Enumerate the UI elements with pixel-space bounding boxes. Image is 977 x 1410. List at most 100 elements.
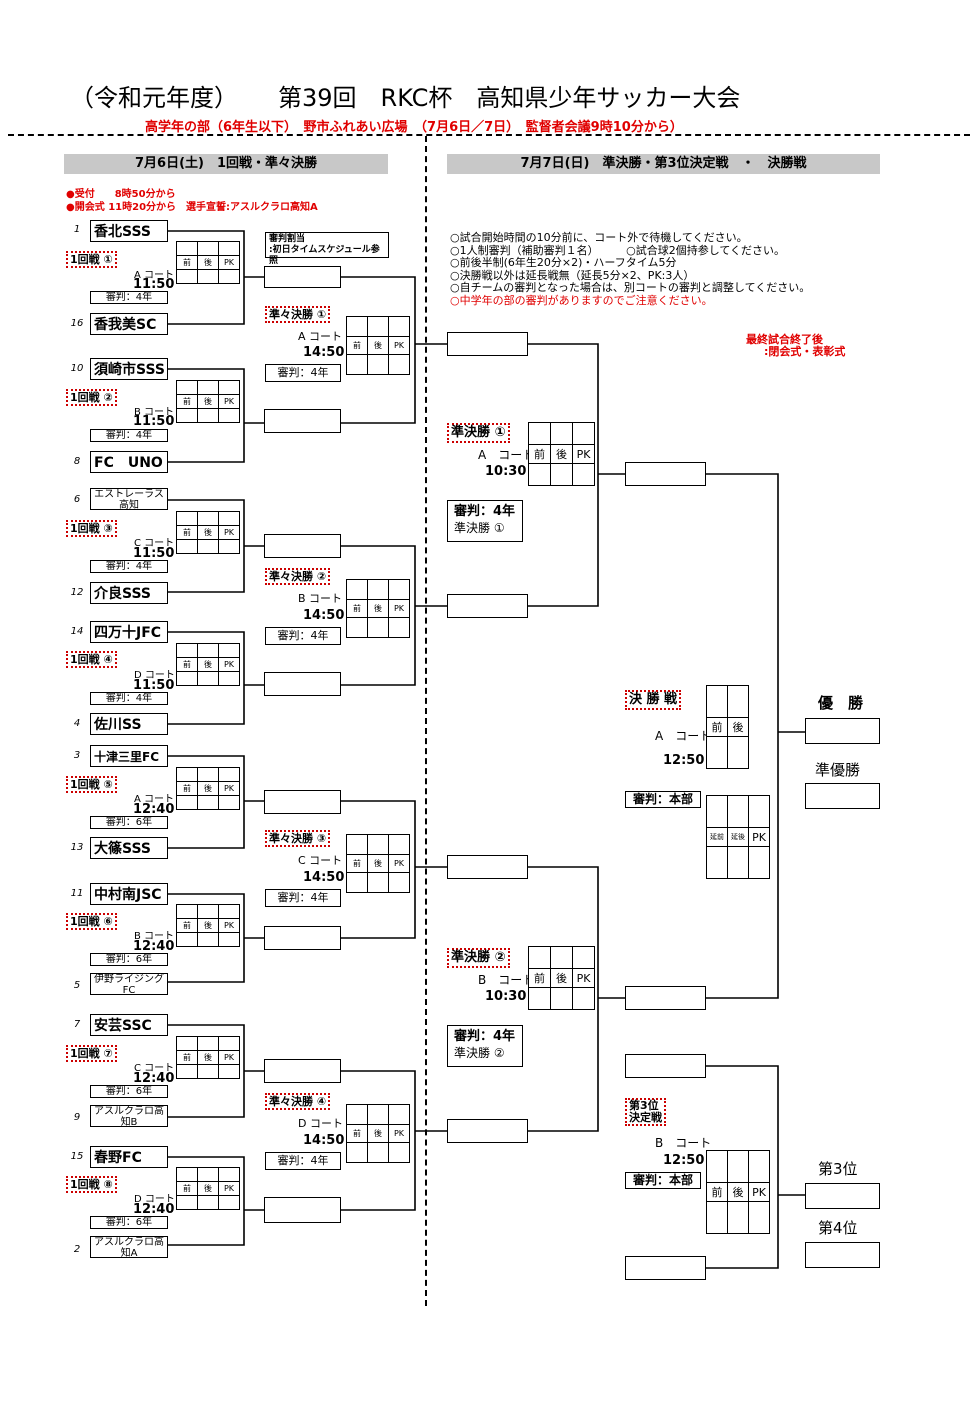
seed-number: 6: [73, 494, 81, 505]
final-score-table: 前後: [706, 685, 749, 769]
team-shimanto: 四万十JFC: [90, 621, 168, 643]
r1-match-label: 1回戦 ③: [66, 520, 117, 537]
time: 12:50: [663, 753, 705, 768]
team-name-l1: 伊野ライジング: [94, 974, 164, 985]
r1-winner-box-4: [264, 672, 341, 696]
referee: 審判：4年: [90, 692, 168, 705]
referee: 審判：4年: [90, 429, 168, 442]
r1-match-label: 1回戦 ⑧: [66, 1176, 117, 1193]
qf-match-label: 準々決勝 ③: [265, 830, 331, 847]
seed-number: 10: [70, 363, 84, 374]
court: A コート: [134, 270, 175, 281]
team-susaki: 須崎市SSS: [90, 358, 168, 380]
seed-number: 4: [73, 718, 81, 729]
third-place-label-l1: 第3位: [629, 1099, 659, 1112]
time: 12:40: [133, 939, 175, 954]
referee: 審判：4年: [265, 1152, 341, 1170]
closing-note-l2: :閉会式・表彰式: [764, 345, 846, 358]
referee: 審判：4年: [265, 364, 341, 382]
third-place-label: 第3位 決定戦: [625, 1098, 666, 1126]
r1-match-label: 1回戦 ⑤: [66, 776, 117, 793]
team-estrelas: エストレーラス 高知: [90, 488, 168, 511]
seed-number: 7: [73, 1019, 81, 1030]
note-line-warning: ○中学年の部の審判がありますのでご注意ください。: [450, 293, 713, 307]
seed-number: 8: [73, 456, 81, 467]
team-sakawa: 佐川SS: [90, 713, 168, 735]
referee: 審判：6年: [90, 816, 168, 829]
court: C コート: [298, 854, 343, 867]
referee: 審判：4年: [454, 504, 516, 519]
day1-header: 7月6日(土) 1回戦・準々決勝: [64, 154, 388, 174]
seed-number: 13: [70, 842, 84, 853]
court: B コート: [478, 973, 535, 987]
time: 14:50: [303, 870, 345, 885]
court: D コート: [298, 1117, 343, 1130]
court: D コート: [134, 670, 175, 681]
court: B コート: [134, 931, 175, 942]
closing-note: 最終試合終了後 :閉会式・表彰式: [746, 334, 845, 358]
time: 14:50: [303, 608, 345, 623]
fourth-box: [805, 1242, 880, 1268]
time: 12:40: [133, 1202, 175, 1217]
seed-number: 3: [73, 750, 81, 761]
sf-match-label: 準決勝 ②: [447, 948, 510, 968]
seed-number: 9: [73, 1112, 81, 1123]
court: B コート: [655, 1136, 712, 1150]
time: 12:50: [663, 1153, 705, 1168]
team-kagami: 香我美SC: [90, 313, 168, 335]
team-oshino: 大篠SSS: [90, 837, 168, 859]
time: 11:50: [133, 678, 175, 693]
time: 14:50: [303, 345, 345, 360]
time: 10:30: [485, 989, 527, 1004]
team-name-l2: 高知: [119, 500, 139, 511]
court: C コート: [134, 1063, 175, 1074]
fourth-label: 第4位: [818, 1219, 858, 1237]
court: C コート: [134, 538, 175, 549]
referee: 審判：6年: [90, 1085, 168, 1098]
page-title: （令和元年度） 第39回 RKC杯 高知県少年サッカー大会: [70, 78, 740, 113]
time: 10:30: [485, 464, 527, 479]
referee-assignment-title: 審判割当: [269, 234, 306, 244]
r1-match-label: 1回戦 ②: [66, 389, 117, 406]
third-place-label-l2: 決定戦: [629, 1111, 662, 1124]
winner-label: 優 勝: [818, 694, 864, 712]
referee: 審判：4年: [265, 889, 341, 907]
sf-loser-box-1: [625, 1054, 706, 1078]
court: A コート: [298, 330, 343, 343]
r1-match-label: 1回戦 ⑥: [66, 913, 117, 930]
team-name-l1: アスルクラロ高: [94, 1106, 164, 1117]
qf-winner-box-2: [447, 594, 528, 618]
qf-match-label: 準々決勝 ②: [265, 568, 331, 585]
team-name-l2: 知B: [120, 1117, 138, 1128]
title-year: （令和元年度）: [70, 84, 238, 112]
referee: 審判：本部: [625, 1172, 701, 1189]
referee: 審判：4年: [90, 291, 168, 304]
sf-match-label: 準決勝 ①: [447, 423, 510, 443]
team-haruno: 春野FC: [90, 1146, 168, 1168]
seed-number: 15: [70, 1151, 84, 1162]
r1-winner-box-1: [264, 266, 341, 288]
note-line: ○決勝戦以外は延長戦無（延長5分×2、PK:3人）: [450, 268, 695, 282]
team-kera: 介良SSS: [90, 582, 168, 604]
seed-number: 1: [73, 224, 81, 235]
third-label: 第3位: [818, 1160, 858, 1178]
court: B コート: [134, 407, 175, 418]
referee: 審判：4年: [454, 1029, 516, 1044]
team-name-l1: アスルクラロ高: [94, 1237, 164, 1248]
subtitle: 高学年の部（6年生以下） 野市ふれあい広場 （7月6日／7日） 監督者会議9時1…: [145, 120, 683, 135]
sf-loser-box-2: [625, 1256, 706, 1280]
court: D コート: [134, 1194, 175, 1205]
referee-source: 準決勝 ①: [454, 521, 505, 535]
team-azul-claro-a: アスルクラロ高 知A: [90, 1236, 168, 1259]
referee-assignment-box: 審判割当 :初日タイムスケジュール参照: [265, 232, 389, 266]
